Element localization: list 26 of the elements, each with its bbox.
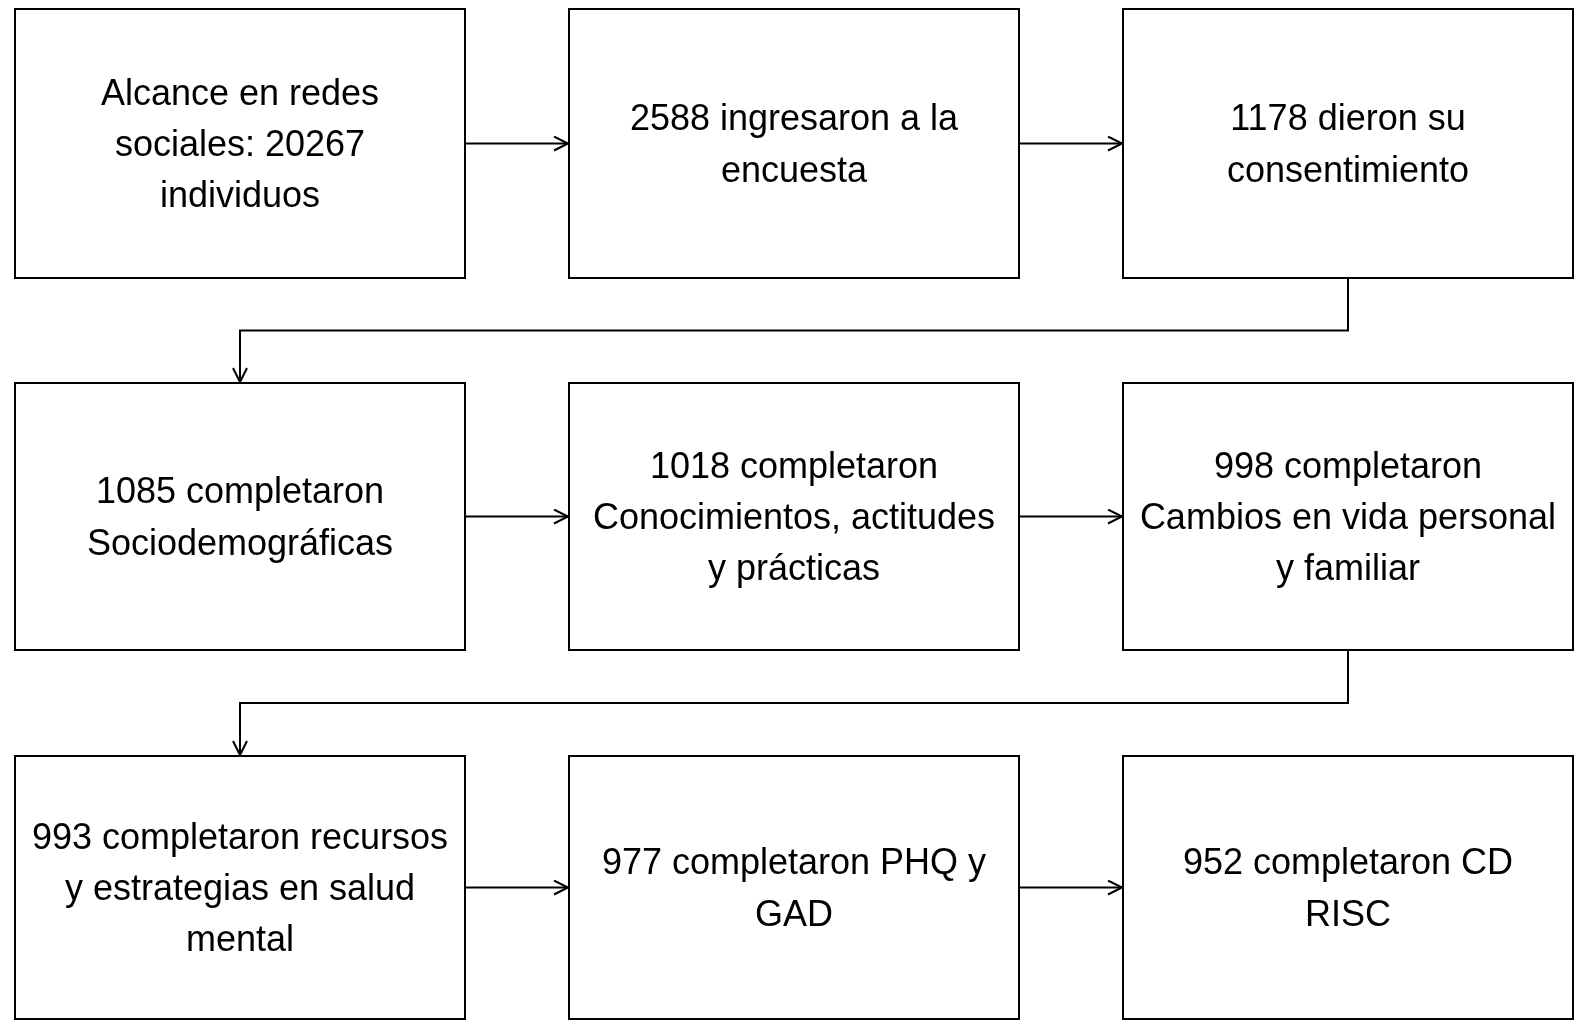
box-text: Alcance en redes sociales: 20267 individuos [99, 70, 381, 218]
process-box [14, 382, 466, 651]
box-text: 1018 completaron Conocimientos, actitudes y prácticas [591, 443, 997, 591]
arrow [1019, 508, 1123, 525]
process-box [1122, 382, 1574, 651]
process-box [1122, 755, 1574, 1020]
box-text: 998 completaron Cambios en vida personal y familiar [1138, 443, 1558, 591]
arrow [465, 508, 569, 525]
arrow [465, 135, 569, 152]
box-text: 952 completaron CD RISC [1181, 840, 1515, 936]
box-text: 977 completaron PHQ y GAD [600, 840, 988, 936]
arrow [1019, 879, 1123, 896]
process-box [14, 8, 466, 279]
box-text: 993 completaron recursos y estrategias en salud mental [30, 814, 450, 962]
box-text: 1178 dieron su consentimiento [1225, 96, 1471, 192]
arrow [465, 879, 569, 896]
process-box [1122, 8, 1574, 279]
box-text: 1085 completaron Sociodemográficas [85, 469, 395, 565]
box-text: 2588 ingresaron a la encuesta [628, 96, 960, 192]
arrow [232, 278, 1349, 383]
arrow [1019, 135, 1123, 152]
process-box [14, 755, 466, 1020]
arrow [232, 650, 1349, 756]
process-box [568, 755, 1020, 1020]
process-box [568, 8, 1020, 279]
process-box [568, 382, 1020, 651]
